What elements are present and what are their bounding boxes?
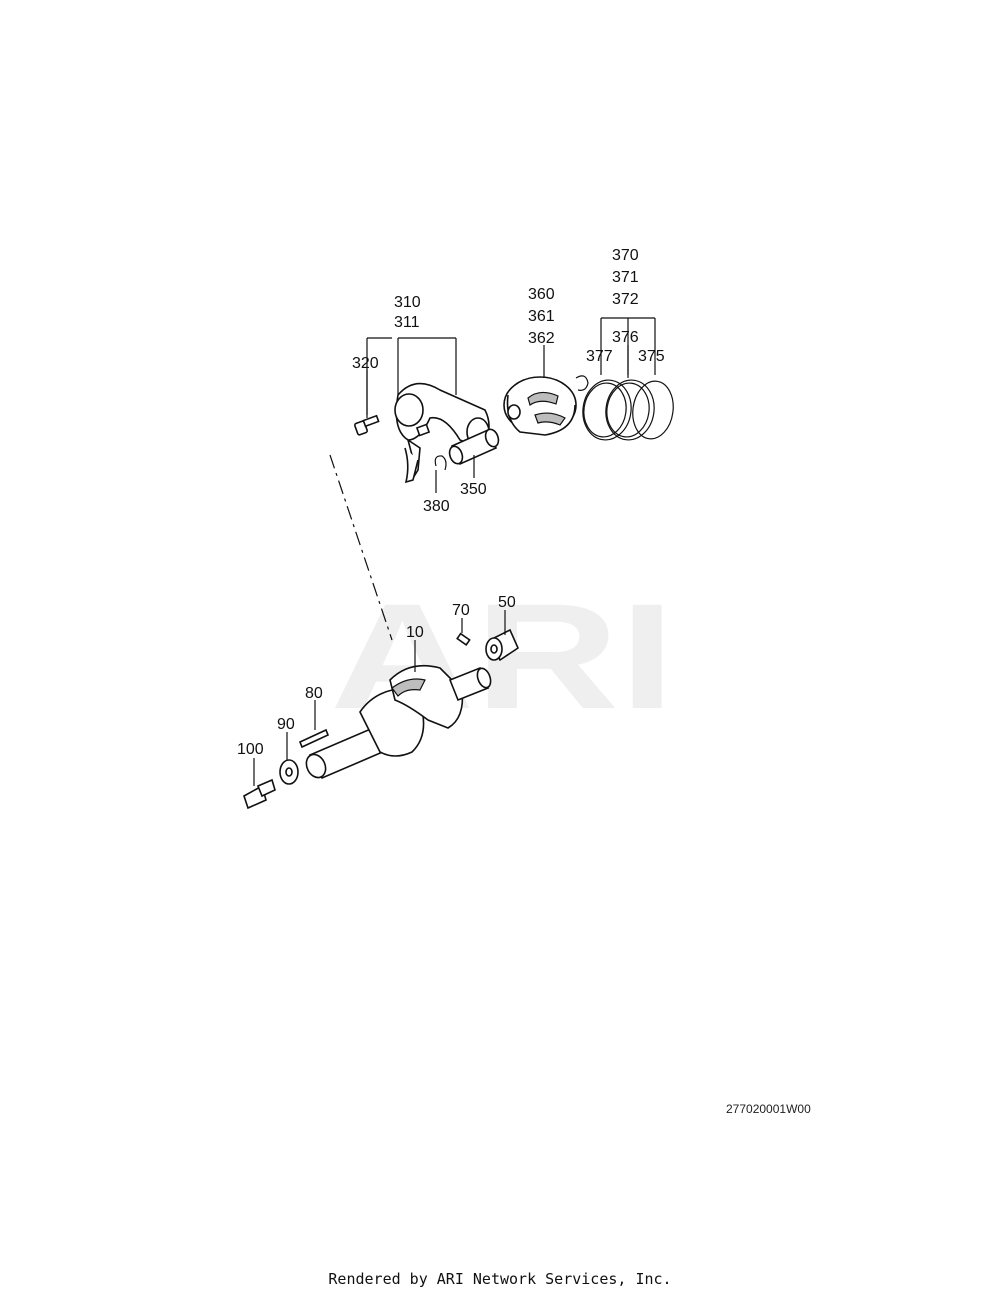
label-10: 10 <box>406 624 424 641</box>
piston-pin <box>448 428 500 466</box>
flange-nut <box>485 628 520 662</box>
drawing-id: 277020001W00 <box>726 1102 811 1116</box>
label-371: 371 <box>612 269 639 286</box>
label-350: 350 <box>460 481 487 498</box>
connecting-rod <box>394 382 490 484</box>
piston-clip-right <box>575 375 589 391</box>
pin-clip <box>434 455 447 471</box>
label-70: 70 <box>452 602 470 619</box>
label-90: 90 <box>277 716 295 733</box>
label-361: 361 <box>528 308 555 325</box>
washer <box>279 759 299 785</box>
label-50: 50 <box>498 594 516 611</box>
piston <box>503 376 577 436</box>
label-370: 370 <box>612 247 639 264</box>
spring-pin <box>298 728 330 749</box>
crankshaft <box>305 664 492 780</box>
label-310: 310 <box>394 294 421 311</box>
rod-bolt <box>354 414 380 436</box>
label-376: 376 <box>612 329 639 346</box>
label-380: 380 <box>423 498 450 515</box>
label-372: 372 <box>612 291 639 308</box>
label-311: 311 <box>394 314 420 331</box>
label-375: 375 <box>638 348 665 365</box>
key <box>456 632 471 647</box>
piston-rings <box>582 379 674 441</box>
label-377: 377 <box>586 348 613 365</box>
alignment-line <box>329 454 393 641</box>
label-80: 80 <box>305 685 323 702</box>
label-362: 362 <box>528 330 555 347</box>
label-320: 320 <box>352 355 379 372</box>
footer-credit: Rendered by ARI Network Services, Inc. <box>328 1270 672 1288</box>
label-100: 100 <box>237 741 264 758</box>
leader-lines <box>253 317 656 786</box>
label-360: 360 <box>528 286 555 303</box>
crank-bolt <box>243 778 276 810</box>
